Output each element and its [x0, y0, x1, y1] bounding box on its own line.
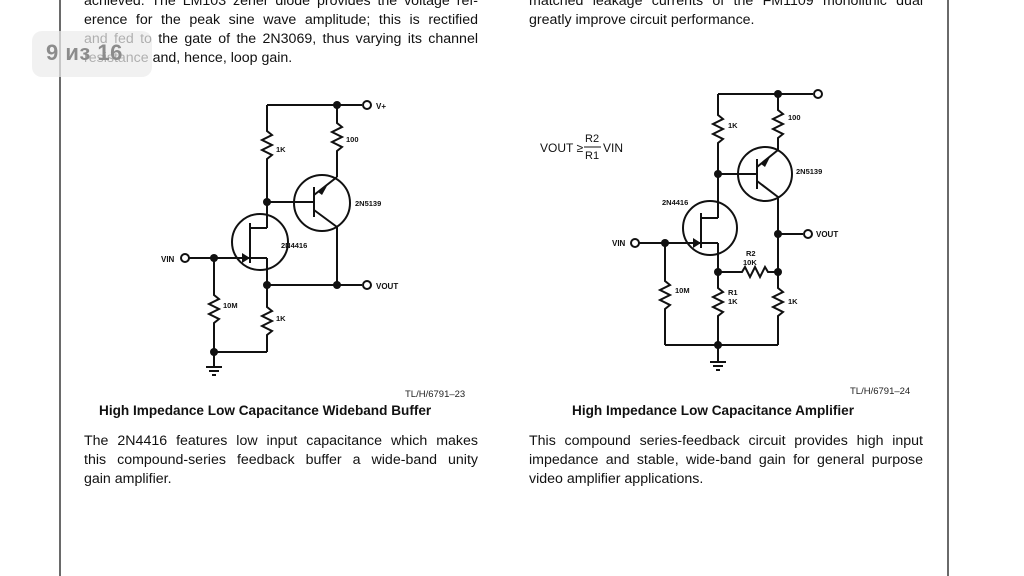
label-vout: VOUT [816, 230, 838, 239]
junction-dot [210, 348, 218, 356]
bjt-emitter-arrow [761, 157, 770, 167]
text-line: greatly improve circuit performance. [529, 12, 755, 28]
label-r1-value: 1K [728, 297, 738, 306]
label-r-drain: 1K [728, 121, 738, 130]
buffer-schematic: V+ VIN VOUT 1K 100 2N5139 2N4416 10M 1K [161, 100, 398, 376]
equation-lhs: VOUT ≥ [540, 141, 583, 155]
equation-numerator: R2 [585, 133, 599, 145]
label-r-emitter: 100 [788, 113, 801, 122]
label-jfet: 2N4416 [662, 198, 688, 207]
label-vplus: V+ [376, 102, 386, 111]
resistor-10m [657, 276, 673, 313]
bjt-collector [313, 209, 338, 228]
right-body-paragraph: This compound series-feedback circuit pr… [529, 432, 923, 489]
jfet-gate-arrow [242, 253, 250, 263]
page-left-border [59, 0, 61, 576]
text-line: achieved. The LM103 zener diode provides… [84, 0, 478, 9]
figure-id-left: TL/H/6791–23 [405, 389, 466, 400]
text-line: impedance and stable, wide-band gain for… [529, 452, 923, 468]
text-line: and fed to the gate of the 2N3069, thus … [84, 31, 478, 47]
resistor-r1 [710, 283, 726, 320]
terminal-vout [803, 229, 813, 239]
text-line: this compound-series feedback buffer a w… [84, 452, 478, 468]
junction-dot [333, 101, 341, 109]
label-r-drain: 1K [276, 145, 286, 154]
label-bjt: 2N5139 [355, 199, 381, 208]
text-line: video amplifier applications. [529, 471, 704, 487]
jfet-2n4416-body [231, 213, 289, 271]
resistor-1k-source [259, 302, 275, 339]
label-r1-name: R1 [728, 288, 738, 297]
resistor-1k-drain [710, 110, 726, 147]
label-vin: VIN [161, 255, 175, 264]
figure-id-right: TL/H/6791–24 [850, 386, 911, 397]
junction-dot [714, 268, 722, 276]
label-r-gate: 10M [223, 301, 238, 310]
junction-dot [210, 254, 218, 262]
resistor-r2 [738, 264, 778, 280]
left-body-paragraph: The 2N4416 features low input capacitanc… [84, 432, 478, 489]
junction-dot [714, 170, 722, 178]
bjt-collector [756, 180, 779, 198]
figure-caption-left: High Impedance Low Capacitance Wideband … [99, 403, 432, 418]
junction-dot [774, 268, 782, 276]
label-vout: VOUT [376, 282, 398, 291]
bjt-emitter-arrow [318, 186, 327, 195]
resistor-100 [329, 118, 345, 155]
junction-dot [333, 281, 341, 289]
resistor-1k-drain [259, 125, 275, 165]
label-r2-name: R2 [746, 249, 756, 258]
junction-dot [774, 230, 782, 238]
text-line: erence for the peak sine wave amplitude;… [84, 12, 478, 28]
jfet-gate-arrow [693, 238, 701, 248]
label-vin: VIN [612, 239, 626, 248]
resistor-10m [206, 290, 222, 327]
page-indicator: 9 из 16 [46, 40, 123, 65]
junction-dot [263, 198, 271, 206]
right-intro-paragraph: matched leakage currents of the FM1109 m… [529, 0, 923, 30]
resistor-1k-load [770, 283, 786, 320]
terminal-vin [630, 238, 640, 248]
resistor-100 [770, 105, 786, 142]
bjt-emitter [313, 176, 338, 196]
terminal-vin [180, 253, 190, 263]
figure-caption-right: High Impedance Low Capacitance Amplifier [572, 403, 855, 418]
junction-dot [714, 341, 722, 349]
label-r-source: 1K [276, 314, 286, 323]
equation-rhs: VIN [603, 141, 623, 155]
label-bjt: 2N5139 [796, 167, 822, 176]
text-line: gain amplifier. [84, 471, 172, 487]
bjt-emitter [756, 149, 779, 168]
junction-dot [263, 281, 271, 289]
amplifier-schematic: VOUT ≥ R2 R1 VIN 1K 100 2N5139 2N4416 VI… [540, 89, 838, 371]
equation-denominator: R1 [585, 150, 599, 162]
page-indicator-badge [32, 31, 152, 77]
jfet-2n4416-body [682, 200, 738, 256]
label-r-emitter: 100 [346, 135, 359, 144]
label-r-gate: 10M [675, 286, 690, 295]
text-line: The 2N4416 features low input capacitanc… [84, 433, 478, 449]
label-jfet: 2N4416 [281, 241, 307, 250]
text-line: matched leakage currents of the FM1109 m… [529, 0, 923, 9]
left-intro-paragraph: achieved. The LM103 zener diode provides… [84, 0, 478, 68]
page-right-border [947, 0, 949, 576]
terminal-vplus [813, 89, 823, 99]
label-r-load: 1K [788, 297, 798, 306]
terminal-vplus [362, 100, 372, 110]
junction-dot [661, 239, 669, 247]
terminal-vout [362, 280, 372, 290]
text-line: This compound series-feedback circuit pr… [529, 433, 923, 449]
junction-dot [774, 90, 782, 98]
label-r2-value: 10K [743, 258, 757, 267]
